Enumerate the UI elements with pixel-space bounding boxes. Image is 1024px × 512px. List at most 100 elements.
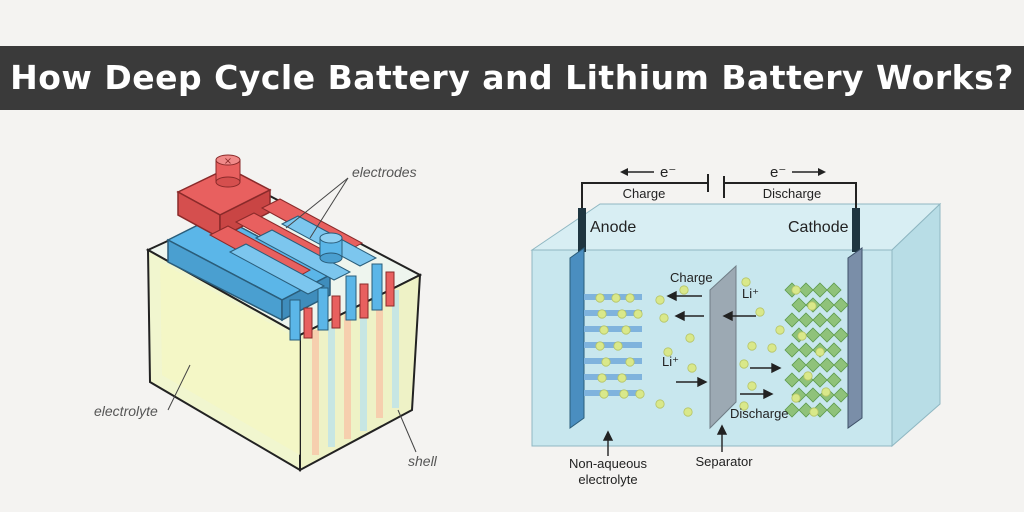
cathode-crystal [805,387,821,403]
lithium-ion [791,393,801,403]
callout-arrows [602,424,728,456]
cathode-crystal [798,282,814,298]
lithium-ion [621,325,631,335]
lithium-ion [625,357,635,367]
lithium-ion [809,407,819,417]
lithium-ions [595,277,831,417]
lithium-ion [755,307,765,317]
lithium-ion [775,325,785,335]
lithium-ion [611,293,621,303]
lithium-ion [619,389,629,399]
lithium-ion [821,387,831,397]
electrolyte-volume [160,262,300,455]
lithium-ion [797,331,807,341]
lithium-ion [633,309,643,319]
cathode-crystal [819,327,835,343]
anode-terminal [578,208,586,252]
lithium-ion [595,293,605,303]
cathode-crystal [784,342,800,358]
cathode-crystal [826,282,842,298]
electrolyte-label-line2: electrolyte [578,472,637,487]
cathode-crystal [826,402,842,418]
lithium-ion [739,401,749,411]
page-title: How Deep Cycle Battery and Lithium Batte… [10,58,1014,97]
cathode-crystal [819,357,835,373]
inner-charge-label: Charge [670,270,713,285]
cathode-crystal [833,387,849,403]
lithium-ion [791,285,801,295]
lithium-ion [625,293,635,303]
discharge-electron-label: e⁻ [770,164,786,181]
cathode-plate [847,247,863,429]
anode-plate [569,247,585,429]
lithium-ion [747,381,757,391]
cathode-crystal [798,402,814,418]
cathode-crystal [805,357,821,373]
discharge-label: Discharge [763,186,822,201]
cathode-crystal [798,342,814,358]
cathode-crystal [826,312,842,328]
cathode-crystal [819,297,835,313]
lithium-ion [687,363,697,373]
cathode-crystal [826,342,842,358]
lithium-ion [685,333,695,343]
lithium-ion [599,389,609,399]
electrodes-label: electrodes [352,164,417,180]
li-ion-label-mid: Li⁺ [662,354,679,369]
lithium-ion [663,347,673,357]
lithium-ion [679,285,689,295]
cathode-crystal [798,312,814,328]
cathode-crystal [826,372,842,388]
cathode-crystal [812,282,828,298]
lithium-ion [601,357,611,367]
cathode-crystal [791,357,807,373]
lithium-ion [739,359,749,369]
lithium-ion [655,295,665,305]
electrolyte-label: electrolyte [94,403,158,419]
cathode-crystal [833,297,849,313]
shell-label: shell [408,453,438,469]
svg-text:×: × [224,156,232,167]
cathode-crystal [784,312,800,328]
lithium-ion [595,341,605,351]
lithium-ion [683,407,693,417]
minus-terminal-icon [319,232,343,264]
charge-electron-label: e⁻ [660,164,676,181]
cathode-label: Cathode [788,219,849,236]
cathode-crystal [805,327,821,343]
plus-terminal-icon: × [215,154,241,188]
lithium-ion [747,341,757,351]
separator-label: Separator [695,454,753,469]
cathode-crystal [812,312,828,328]
li-ion-label-top: Li⁺ [742,286,759,301]
lithium-ion [617,309,627,319]
charge-label: Charge [623,186,666,201]
lithium-ion [767,343,777,353]
lithium-ion [635,389,645,399]
lithium-ion [597,309,607,319]
lithium-ion [803,371,813,381]
cathode-crystal [784,402,800,418]
title-banner [0,46,1024,110]
ion-flow-arrows [666,290,782,400]
lithium-ion [655,399,665,409]
cathode-crystal [812,372,828,388]
lithium-ion [597,373,607,383]
anode-label: Anode [590,219,636,236]
lithium-ion [807,301,817,311]
cathode-crystal [833,357,849,373]
separator-membrane [709,264,737,430]
lithium-ion [599,325,609,335]
cathode-terminal [852,208,860,252]
cathode-crystal [791,297,807,313]
inner-discharge-label: Discharge [730,406,789,421]
cathode-crystal [784,372,800,388]
lithium-ion [659,313,669,323]
external-circuit [581,168,857,215]
lithium-ion [741,277,751,287]
electrolyte-label-line1: Non-aqueous [569,456,648,471]
lithium-ion [617,373,627,383]
